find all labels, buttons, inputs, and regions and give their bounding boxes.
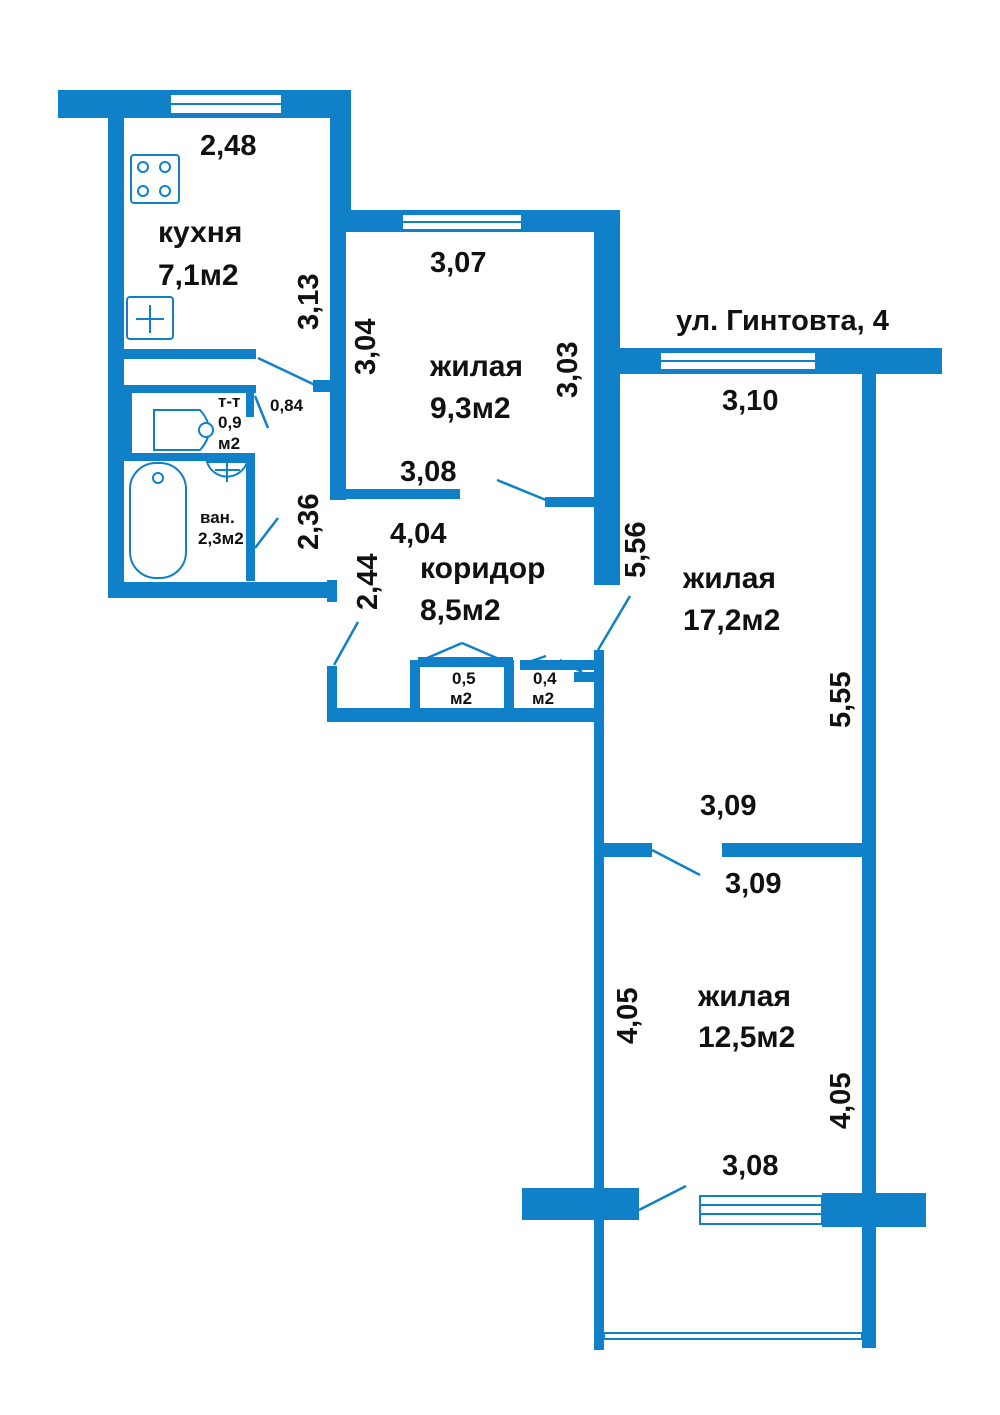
kitchen-name: кухня bbox=[158, 216, 242, 249]
dim-corridor-right: 5,56 bbox=[620, 522, 652, 578]
living3-name: жилая bbox=[697, 980, 791, 1013]
living1-name: жилая bbox=[429, 350, 523, 383]
dim-kitchen-side: 3,13 bbox=[293, 274, 325, 330]
closet1-unit: м2 bbox=[450, 689, 472, 708]
kitchen-area: 7,1м2 bbox=[158, 259, 239, 292]
windows bbox=[169, 93, 863, 1340]
fixtures bbox=[126, 154, 249, 579]
living3-area: 12,5м2 bbox=[698, 1021, 795, 1054]
dim-corridor-top: 4,04 bbox=[390, 518, 446, 550]
stove-icon bbox=[130, 154, 180, 204]
doors bbox=[253, 356, 701, 1212]
living2-name: жилая bbox=[682, 562, 776, 595]
labels: 2,48 кухня 7,1м2 3,13 т-т 0,9 м2 0,84 ва… bbox=[158, 130, 889, 1182]
closet1-num: 0,5 bbox=[452, 669, 476, 688]
toilet-area-unit: м2 bbox=[218, 434, 240, 453]
living2-area: 17,2м2 bbox=[683, 604, 780, 637]
dim-living1-right: 3,03 bbox=[552, 342, 584, 398]
dim-bath-side: 2,36 bbox=[293, 494, 325, 550]
street-address: ул. Гинтовта, 4 bbox=[676, 305, 889, 337]
bath-area: 2,3м2 bbox=[198, 529, 244, 548]
dim-living2-right: 5,55 bbox=[825, 672, 857, 728]
dim-living1-bottom: 3,08 bbox=[400, 456, 456, 488]
dim-living1-left: 3,04 bbox=[350, 319, 382, 375]
corridor-name: коридор bbox=[420, 552, 545, 585]
dim-corridor-left: 2,44 bbox=[352, 554, 384, 610]
closet2-unit: м2 bbox=[532, 689, 554, 708]
toilet-area-num: 0,9 bbox=[218, 413, 242, 432]
bathtub-icon bbox=[129, 462, 187, 579]
dim-living1-top: 3,07 bbox=[430, 247, 486, 279]
dim-living3-right: 4,05 bbox=[825, 1073, 857, 1129]
dim-living3-top: 3,09 bbox=[725, 868, 781, 900]
toilet-name: т-т bbox=[218, 392, 240, 411]
dim-kitchen-top: 2,48 bbox=[200, 130, 256, 162]
corridor-area: 8,5м2 bbox=[420, 594, 501, 627]
dim-living3-left: 4,05 bbox=[612, 988, 644, 1044]
closet2-num: 0,4 bbox=[533, 669, 557, 688]
bath-name: ван. bbox=[200, 508, 235, 527]
dim-toilet-door: 0,84 bbox=[270, 396, 304, 415]
dim-living2-bottom: 3,09 bbox=[700, 790, 756, 822]
dim-living3-bottom: 3,08 bbox=[722, 1150, 778, 1182]
balcony-edge bbox=[603, 1332, 863, 1340]
dim-living2-top: 3,10 bbox=[722, 385, 778, 417]
living3-window bbox=[699, 1195, 823, 1225]
living1-area: 9,3м2 bbox=[430, 392, 511, 425]
